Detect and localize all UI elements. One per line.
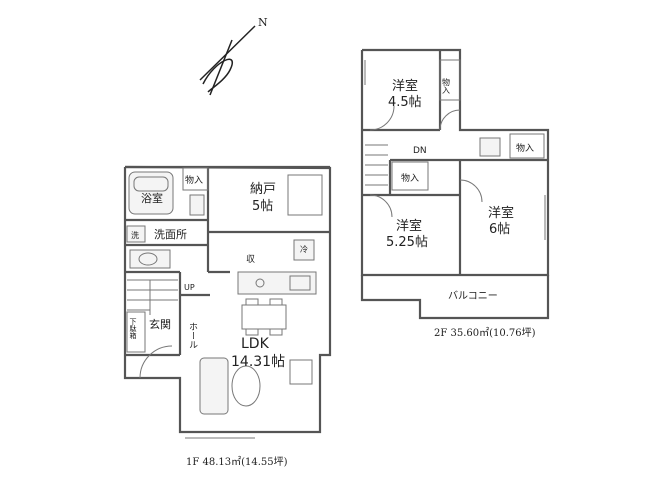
storage-right-label: 物入 — [516, 142, 534, 154]
room-east-label: 洋室 — [488, 205, 514, 221]
floor1-area-label: 1F 48.13㎡(14.55坪) — [186, 455, 288, 468]
storage-stair-label: 物入 — [401, 172, 419, 184]
fridge-label: 冷 — [300, 244, 308, 254]
storage-label-1f: 物入 — [185, 174, 203, 186]
ldk-size: 14.31帖 — [231, 354, 285, 370]
room-west-size: 4.5帖 — [388, 95, 422, 110]
room-west-label: 洋室 — [392, 78, 418, 94]
bath-label: 浴室 — [141, 191, 163, 205]
stairs-1f — [127, 279, 178, 315]
stairs-2f — [365, 144, 388, 186]
up-label: UP — [184, 283, 195, 292]
north-label: N — [258, 16, 268, 29]
storage-label-kitchen: 収 — [246, 253, 255, 265]
closet-room-size: 5帖 — [252, 199, 273, 214]
storage-top-label: 物入 — [442, 77, 451, 94]
dn-label: DN — [413, 146, 427, 156]
washer-label: 洗 — [131, 230, 139, 240]
floor-2 — [360, 48, 550, 320]
room-mid-label: 洋室 — [396, 218, 422, 234]
floor2-area-label: 2F 35.60㎡(10.76坪) — [434, 326, 536, 339]
room-east-size: 6帖 — [489, 222, 510, 237]
balcony-label: バルコニー — [448, 290, 498, 302]
shoe-box-label: 下駄箱 — [129, 318, 137, 340]
entrance-label: 玄関 — [149, 317, 171, 331]
hall-label: ホール — [187, 322, 198, 349]
north-arrow-icon: N — [199, 16, 268, 96]
washroom-label: 洗面所 — [154, 228, 187, 241]
ldk-label: LDK — [241, 336, 270, 352]
room-mid-size: 5.25帖 — [386, 235, 428, 250]
floor-1 — [123, 165, 332, 439]
closet-room-label: 納戸 — [250, 182, 276, 197]
